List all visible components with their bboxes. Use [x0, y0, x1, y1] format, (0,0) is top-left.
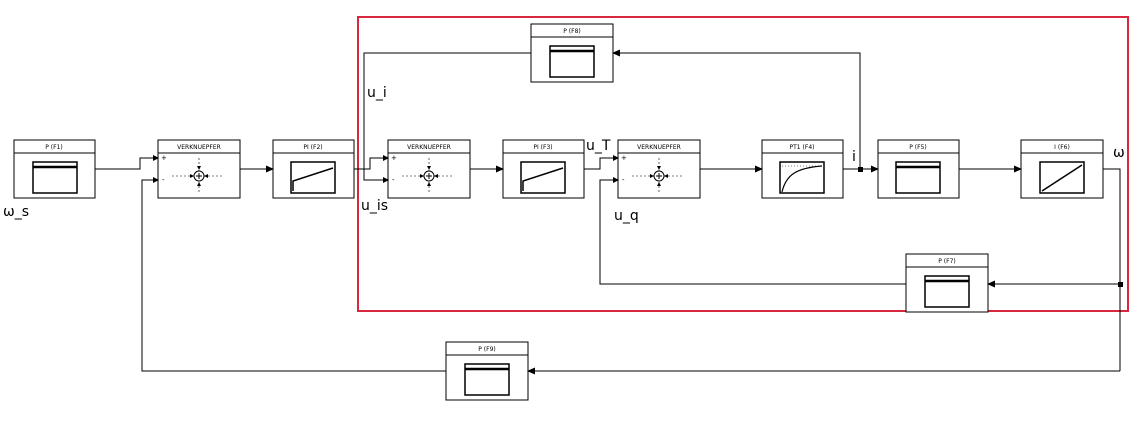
- block-summing-junction-2[interactable]: VERKNUEPFER + -: [387, 139, 471, 199]
- block-title: PT1 (F4): [790, 144, 815, 151]
- block-p-f8[interactable]: P (F8): [530, 23, 614, 83]
- pi-ramp-icon: [520, 161, 566, 194]
- integrator-ramp-icon: [1039, 161, 1085, 194]
- signal-label-u-i: u_i: [367, 85, 387, 101]
- block-i-f6[interactable]: I (F6): [1020, 139, 1104, 199]
- block-pt1-f4[interactable]: PT1 (F4): [761, 139, 844, 199]
- block-title: I (F6): [1054, 144, 1070, 151]
- sign-plus: +: [161, 154, 167, 162]
- sign-minus: -: [162, 176, 165, 184]
- proportional-icon: [549, 45, 595, 78]
- block-title: P (F8): [563, 28, 580, 35]
- block-title: VERKNUEPFER: [177, 144, 221, 151]
- block-title: P (F9): [478, 346, 495, 353]
- signal-label-u-is: u_is: [361, 198, 388, 214]
- signal-lines: [95, 49, 1121, 375]
- branch-point-i: [858, 167, 863, 172]
- block-title: PI (F3): [533, 144, 552, 151]
- highlight-frame: [357, 16, 1129, 312]
- block-p-f5[interactable]: P (F5): [877, 139, 960, 199]
- block-summing-junction-1[interactable]: VERKNUEPFER + -: [157, 139, 241, 199]
- block-title: PI (F2): [303, 144, 322, 151]
- block-p-f1[interactable]: P (F1): [13, 139, 96, 199]
- branch-point-omega: [1118, 282, 1123, 287]
- block-p-f7[interactable]: P (F7): [905, 253, 989, 313]
- signal-label-u-t: u_T: [586, 138, 611, 154]
- pi-ramp-icon: [290, 161, 336, 194]
- block-title: P (F1): [45, 144, 62, 151]
- pt1-step-response-icon: [779, 161, 825, 194]
- signal-label-omega: ω: [1113, 145, 1125, 161]
- block-title: VERKNUEPFER: [407, 144, 451, 151]
- block-p-f9[interactable]: P (F9): [445, 341, 529, 401]
- signal-label-i: i: [852, 149, 856, 165]
- summing-junction-icon: [632, 158, 684, 194]
- sign-minus: -: [622, 176, 625, 184]
- block-pi-f2[interactable]: PI (F2): [272, 139, 355, 199]
- sign-minus: -: [392, 176, 395, 184]
- signal-label-omega-s: ω_s: [3, 204, 29, 220]
- block-summing-junction-3[interactable]: VERKNUEPFER + -: [617, 139, 701, 199]
- block-pi-f3[interactable]: PI (F3): [502, 139, 585, 199]
- signal-label-u-q: u_q: [614, 208, 639, 224]
- proportional-icon: [924, 275, 970, 308]
- block-title: VERKNUEPFER: [637, 144, 681, 151]
- block-title: P (F7): [938, 258, 955, 265]
- block-title: P (F5): [909, 144, 926, 151]
- proportional-icon: [895, 161, 941, 194]
- proportional-icon: [464, 363, 510, 396]
- proportional-icon: [32, 161, 78, 194]
- summing-junction-icon: [172, 158, 224, 194]
- sign-plus: +: [391, 154, 397, 162]
- sign-plus: +: [621, 154, 627, 162]
- summing-junction-icon: [402, 158, 454, 194]
